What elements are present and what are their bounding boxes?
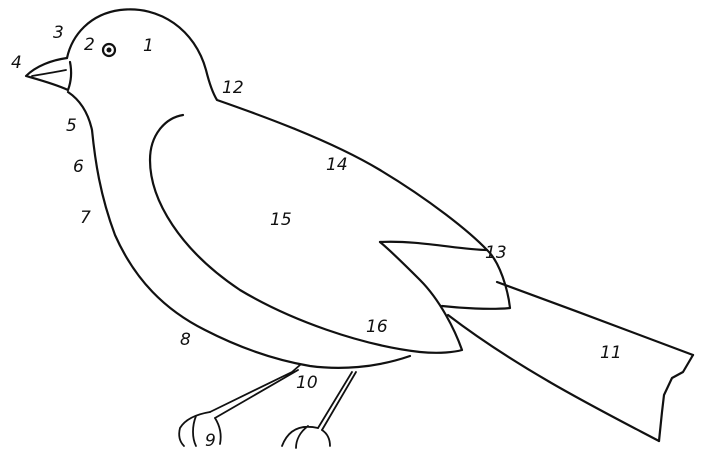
label-15: 15 <box>270 210 292 230</box>
label-8: 8 <box>180 330 191 350</box>
label-4: 4 <box>11 53 22 73</box>
label-9: 9 <box>205 431 216 451</box>
tail-lower-edge <box>448 315 659 441</box>
label-14: 14 <box>326 155 348 175</box>
label-16: 16 <box>366 317 388 337</box>
label-10: 10 <box>296 373 318 393</box>
label-13: 13 <box>485 243 507 263</box>
tail-upper-edge <box>497 282 693 355</box>
front-leg <box>210 365 300 418</box>
back-leg <box>318 372 356 430</box>
eye-pupil <box>107 48 112 53</box>
wing-outline <box>150 115 462 353</box>
label-1: 1 <box>143 36 154 56</box>
label-7: 7 <box>80 208 91 228</box>
label-3: 3 <box>53 23 64 43</box>
label-6: 6 <box>73 157 84 177</box>
label-2: 2 <box>84 35 95 55</box>
label-12: 12 <box>222 78 244 98</box>
tail-tip <box>659 355 693 441</box>
breast-outline <box>68 92 410 368</box>
label-5: 5 <box>66 116 77 136</box>
label-11: 11 <box>600 343 622 363</box>
beak-line <box>32 70 66 76</box>
